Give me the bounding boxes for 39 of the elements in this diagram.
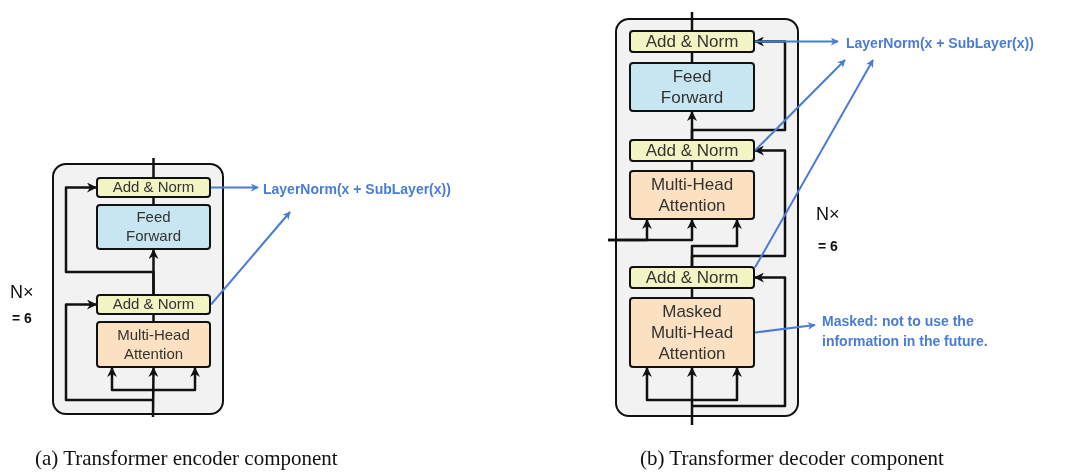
layer-stack-panel	[615, 18, 799, 417]
connector-arrow	[153, 367, 200, 392]
callout-arrow	[754, 59, 874, 269]
add-norm-box: Add & Norm	[96, 177, 211, 198]
figure-caption: (a) Transformer encoder component	[35, 446, 338, 471]
add-norm-box: Add & Norm	[629, 266, 755, 289]
callout-arrow	[210, 183, 259, 192]
connector-arrow	[608, 219, 697, 242]
callout-arrow	[754, 59, 846, 152]
layer-count-label: = 6	[818, 238, 838, 254]
annotation-text: LayerNorm(x + SubLayer(x))	[263, 180, 451, 200]
annotation-text: Masked: not to use the information in the future.	[822, 312, 1052, 352]
feed-forward-box: Feed Forward	[629, 62, 755, 112]
add-norm-box: Add & Norm	[629, 30, 755, 53]
add-norm-box: Add & Norm	[96, 294, 211, 315]
attention-box: Multi-Head Attention	[96, 321, 211, 368]
layer-count-label: = 6	[12, 310, 32, 326]
annotation-text: LayerNorm(x + SubLayer(x))	[846, 34, 1034, 54]
connector-arrow	[690, 36, 787, 139]
feed-forward-box: Feed Forward	[96, 204, 211, 250]
layer-stack-panel	[52, 163, 224, 415]
callout-arrow	[754, 37, 839, 46]
callout-arrow	[754, 321, 816, 334]
connector-arrow	[107, 367, 153, 392]
attention-box: Multi-Head Attention	[629, 170, 755, 220]
connector-arrow	[687, 367, 697, 425]
add-norm-box: Add & Norm	[629, 139, 755, 162]
attention-box: Masked Multi-Head Attention	[629, 297, 755, 368]
connector-arrow	[642, 367, 692, 402]
callout-arrow	[210, 211, 291, 306]
connector-arrow	[692, 272, 787, 408]
connector-arrow	[64, 182, 155, 294]
connector-arrow	[148, 367, 159, 417]
connector-arrow	[64, 299, 153, 402]
connector-arrow	[692, 367, 742, 402]
repeat-count-label: N×	[816, 204, 840, 225]
figure-caption: (b) Transformer decoder component	[640, 446, 944, 471]
repeat-count-label: N×	[10, 282, 34, 303]
connector-arrow	[690, 145, 787, 266]
